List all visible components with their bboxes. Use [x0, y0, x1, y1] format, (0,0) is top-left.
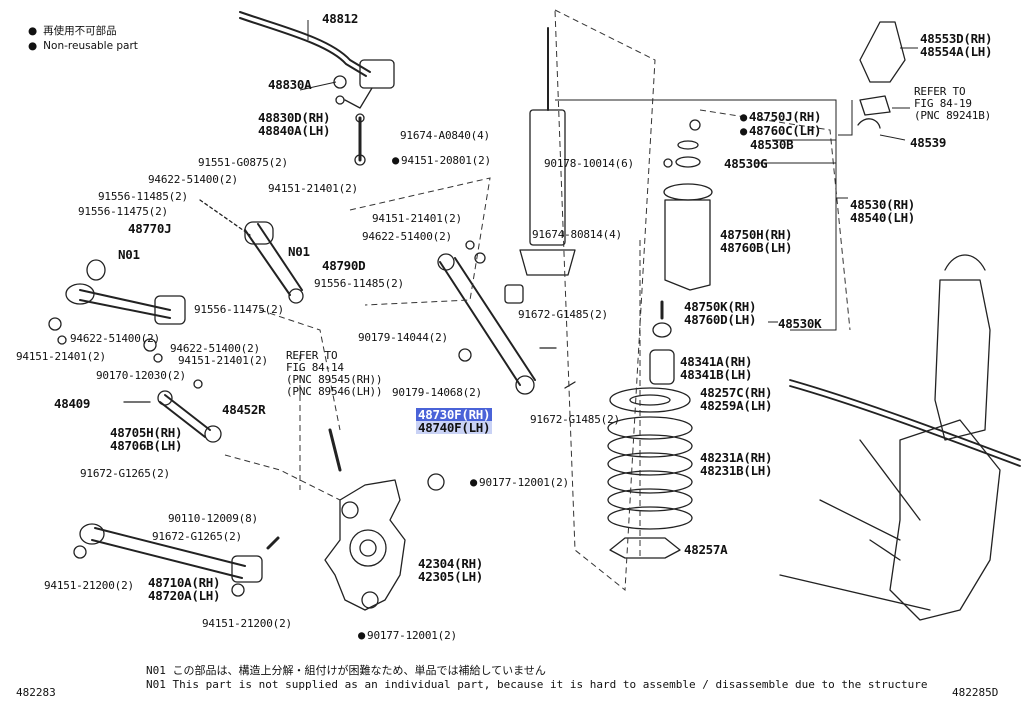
- label-48530K[interactable]: 48530K: [778, 316, 822, 331]
- arm-48730F: [439, 257, 536, 386]
- diagram-id-right: 482285D: [952, 686, 999, 699]
- label-48530G[interactable]: 48530G: [724, 156, 768, 171]
- label-48231A[interactable]: 48231A(RH)48231B(LH): [700, 450, 773, 478]
- label-48341A[interactable]: 48341A(RH)48341B(LH): [680, 354, 753, 382]
- upper-mount-48750H: [664, 199, 711, 291]
- label-94151-20801[interactable]: 94151-20801(2): [392, 154, 491, 167]
- label-N01-a[interactable]: N01: [118, 247, 140, 262]
- label-N01-b[interactable]: N01: [288, 244, 310, 259]
- label-91672-G1485-a[interactable]: 91672-G1485(2): [518, 308, 608, 321]
- legend-en: Non-reusable part: [28, 39, 138, 54]
- arm-48710A: [91, 527, 246, 579]
- label-91674-80814[interactable]: 91674-80814(4): [532, 228, 622, 241]
- label-48710A[interactable]: 48710A(RH)48720A(LH): [148, 575, 221, 603]
- label-94151-21401-b[interactable]: 94151-21401(2): [16, 350, 106, 363]
- label-42304[interactable]: 42304(RH)42305(LH): [418, 556, 484, 584]
- label-48530[interactable]: 48530(RH)48540(LH): [850, 197, 916, 225]
- footnote-en: N01 This part is not supplied as an indi…: [146, 678, 928, 691]
- label-90178-10014[interactable]: 90178-10014(6): [544, 157, 634, 170]
- label-48705H[interactable]: 48705H(RH)48706B(LH): [110, 425, 183, 453]
- spring-seat-48257C: [609, 387, 691, 413]
- label-94151-21401-c[interactable]: 94151-21401(2): [178, 354, 268, 367]
- label-90177-12001-a[interactable]: 90177-12001(2): [470, 476, 569, 489]
- label-94622-51400-d[interactable]: 94622-51400(2): [362, 230, 452, 243]
- label-90179-14068[interactable]: 90179-14068(2): [392, 386, 482, 399]
- label-48257C[interactable]: 48257C(RH)48259A(LH): [700, 385, 773, 413]
- label-90170-12030[interactable]: 90170-12030(2): [96, 369, 186, 382]
- label-90179-14044[interactable]: 90179-14044(2): [358, 331, 448, 344]
- label-48730F[interactable]: 48730F(RH)48740F(LH): [416, 407, 493, 435]
- label-94151-21200-a[interactable]: 94151-21200(2): [44, 579, 134, 592]
- label-91674-A0840[interactable]: 91674-A0840(4): [400, 129, 490, 142]
- label-90110-12009[interactable]: 90110-12009(8): [168, 512, 258, 525]
- label-48770J[interactable]: 48770J: [128, 221, 172, 236]
- label-48750K[interactable]: 48750K(RH)48760D(LH): [684, 299, 757, 327]
- label-48830A[interactable]: 48830A: [268, 77, 312, 92]
- label-91556-11475-a[interactable]: 91556-11475(2): [78, 205, 168, 218]
- label-91556-11485-a[interactable]: 91556-11485(2): [98, 190, 188, 203]
- diagram-id-left: 482283: [16, 686, 56, 699]
- label-91672-G1485-b[interactable]: 91672-G1485(2): [530, 413, 620, 426]
- coil-spring-48231A: [607, 416, 693, 530]
- label-48812[interactable]: 48812: [322, 11, 359, 26]
- label-48790D[interactable]: 48790D: [322, 258, 366, 273]
- label-91556-11485-b[interactable]: 91556-11485(2): [314, 277, 404, 290]
- legend: 再使用不可部品 Non-reusable part: [28, 24, 138, 54]
- link-48452R: [159, 394, 211, 438]
- stabilizer-link: [344, 87, 373, 109]
- label-48750H[interactable]: 48750H(RH)48760B(LH): [720, 227, 793, 255]
- knuckle-42304: [324, 479, 406, 611]
- label-90177-12001-b[interactable]: 90177-12001(2): [358, 629, 457, 642]
- bump-stop-48341A: [649, 349, 675, 385]
- label-48539[interactable]: 48539: [910, 135, 947, 150]
- label-94151-21401-d[interactable]: 94151-21401(2): [372, 212, 462, 225]
- footnote-jp: N01 この部品は、構造上分解・組付けが困難なため、単品では補給していません: [146, 664, 546, 677]
- label-91556-11475-b[interactable]: 91556-11475(2): [194, 303, 284, 316]
- label-48830D[interactable]: 48830D(RH)48840A(LH): [258, 110, 331, 138]
- footnote: N01 この部品は、構造上分解・組付けが困難なため、単品では補給していません N…: [146, 664, 927, 692]
- label-91551-G0875[interactable]: 91551-G0875(2): [198, 156, 288, 169]
- stabilizer-bracket: [359, 59, 395, 89]
- label-94622-51400-c[interactable]: 94622-51400(2): [170, 342, 260, 355]
- label-48257A[interactable]: 48257A: [684, 542, 728, 557]
- insulator-48257A: [609, 537, 681, 559]
- assembled-strut: [934, 279, 991, 441]
- legend-jp: 再使用不可部品: [28, 24, 138, 39]
- label-94622-51400-b[interactable]: 94622-51400(2): [70, 332, 160, 345]
- label-48409[interactable]: 48409: [54, 396, 91, 411]
- label-94622-51400-a[interactable]: 94622-51400(2): [148, 173, 238, 186]
- label-48553D[interactable]: 48553D(RH)48554A(LH): [920, 31, 993, 59]
- label-91672-G1265-a[interactable]: 91672-G1265(2): [80, 467, 170, 480]
- label-94151-21200-b[interactable]: 94151-21200(2): [202, 617, 292, 630]
- label-91672-G1265-b[interactable]: 91672-G1265(2): [152, 530, 242, 543]
- label-48452R[interactable]: 48452R: [222, 402, 266, 417]
- label-48530B[interactable]: 48530B: [750, 137, 794, 152]
- stabilizer-bar: [239, 11, 371, 73]
- cover-48553D: [859, 21, 906, 83]
- label-94151-21401-a[interactable]: 94151-21401(2): [268, 182, 358, 195]
- label-48750J[interactable]: 48750J(RH)48760C(LH): [740, 110, 822, 138]
- arm-48790D: [244, 223, 303, 296]
